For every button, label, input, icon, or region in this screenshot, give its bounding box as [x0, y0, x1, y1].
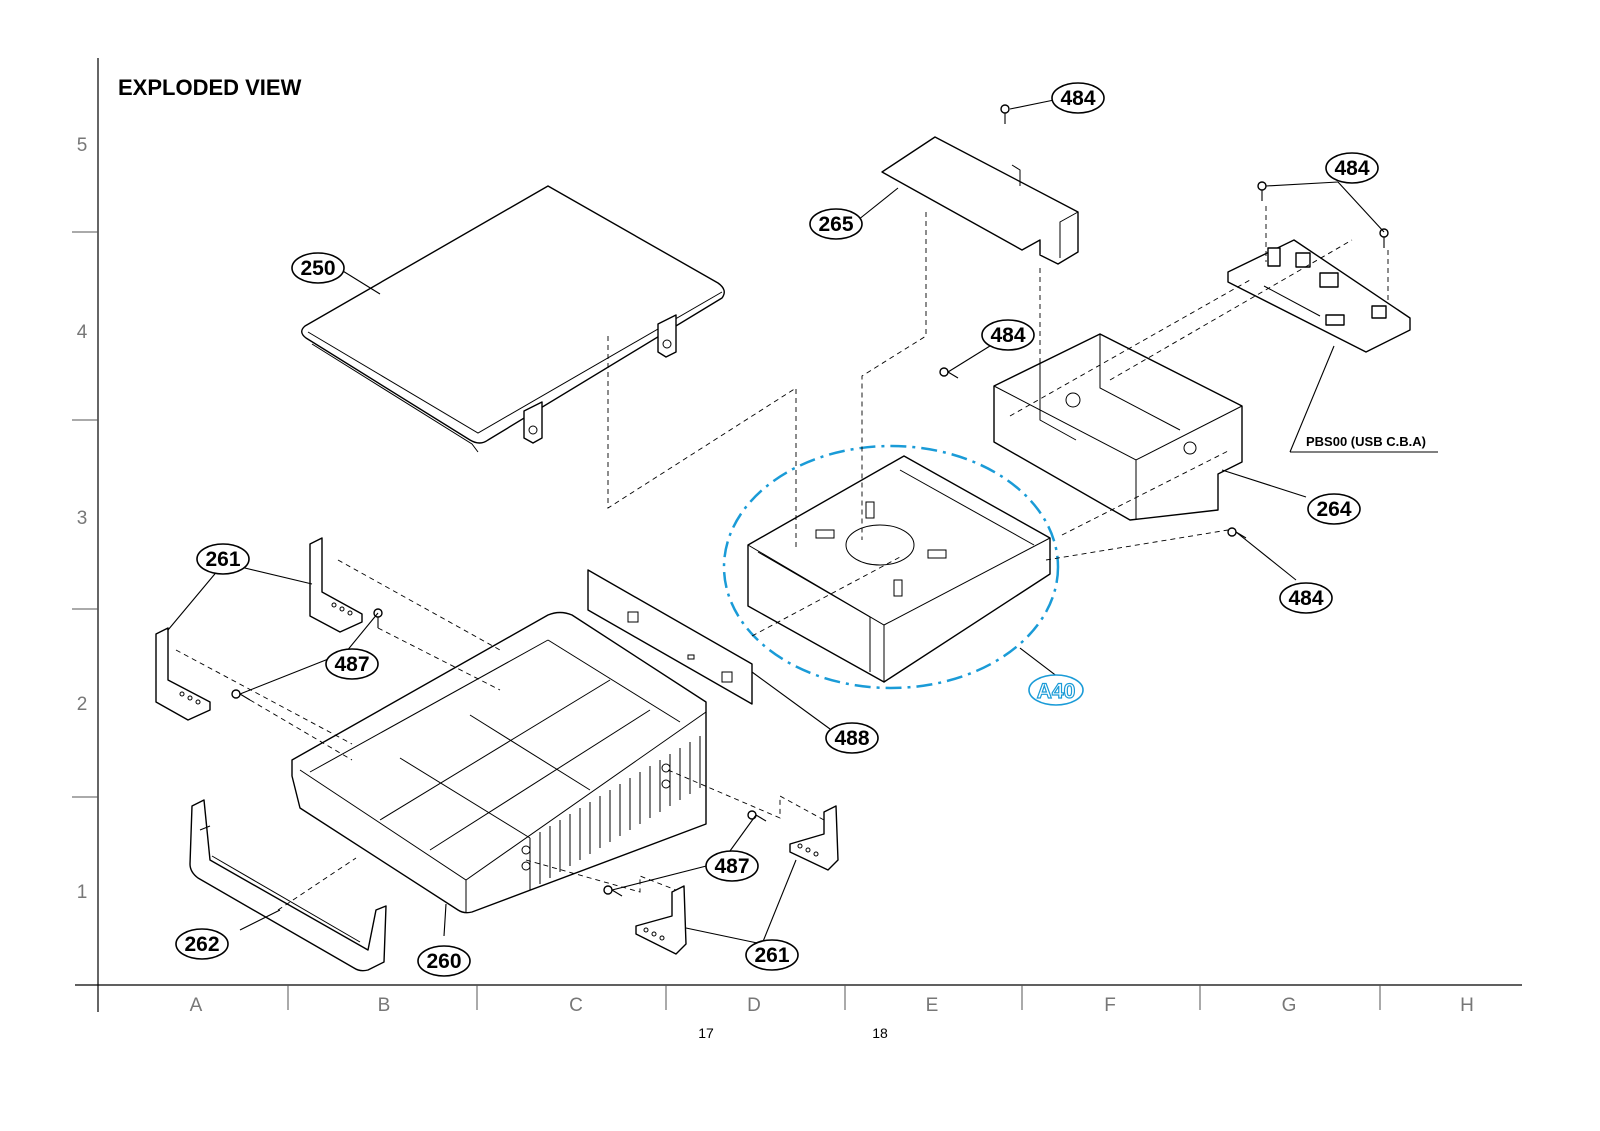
svg-text:484: 484 [990, 324, 1025, 347]
column-label-e: E [926, 995, 939, 1016]
screw-484-top [1000, 104, 1010, 124]
part-optical-drive [747, 455, 1051, 683]
callout-261-right: 261 [745, 939, 799, 971]
callout-484-chassis-right: 484 [1279, 582, 1333, 614]
svg-text:261: 261 [205, 548, 240, 571]
svg-text:261: 261 [754, 944, 789, 967]
assembly-a40-highlight [722, 444, 1060, 690]
screw-487-upper-a [373, 608, 383, 628]
row-label-3: 3 [77, 508, 88, 529]
board-label-group: PBS00 (USB C.B.A) [1289, 345, 1438, 453]
page-number-left: 17 [698, 1025, 714, 1041]
column-label-c: C [569, 995, 583, 1016]
screw-484-pcb-left [1257, 181, 1267, 201]
assembly-guide-lines [175, 206, 1389, 911]
svg-text:260: 260 [426, 950, 461, 973]
callout-484-pcb: 484 [1325, 152, 1379, 184]
assembly-label: A40 [1037, 680, 1076, 703]
callout-487-upper: 487 [325, 648, 379, 680]
part-bracket-261-left [155, 627, 211, 721]
screw-484-pcb-right [1379, 228, 1389, 248]
row-label-2: 2 [77, 694, 88, 715]
part-front-rail [189, 799, 387, 972]
page-number-right: 18 [872, 1025, 888, 1041]
callout-484-top: 484 [1051, 82, 1105, 114]
screw-487-lower-b [603, 885, 623, 897]
part-panel-plate [587, 569, 753, 705]
column-label-b: B [378, 995, 391, 1016]
svg-text:487: 487 [334, 653, 369, 676]
column-label-d: D [747, 995, 761, 1016]
callout-484-chassis-left: 484 [981, 319, 1035, 351]
board-label: PBS00 (USB C.B.A) [1306, 434, 1426, 449]
grid-frame [72, 58, 1522, 1012]
callout-250: 250 [291, 252, 345, 284]
column-label-f: F [1104, 995, 1116, 1016]
part-bracket-261-rear [789, 805, 839, 871]
row-label-5: 5 [77, 135, 88, 156]
screw-487-lower-a [747, 810, 767, 822]
screw-484-chassis-left [939, 367, 959, 379]
part-bracket-261-top [309, 537, 363, 633]
column-label-h: H [1460, 995, 1474, 1016]
page-title: EXPLODED VIEW [118, 75, 302, 100]
callout-487-lower: 487 [705, 850, 759, 882]
part-bracket-261-bottom [635, 885, 687, 955]
callout-265: 265 [809, 208, 863, 240]
column-label-a: A [190, 995, 203, 1016]
part-top-cover [301, 185, 725, 453]
callout-264: 264 [1307, 493, 1361, 525]
column-label-g: G [1282, 995, 1297, 1016]
part-usb-board [1227, 239, 1411, 353]
svg-text:265: 265 [818, 213, 853, 236]
row-label-4: 4 [77, 322, 88, 343]
svg-text:262: 262 [184, 933, 219, 956]
svg-text:487: 487 [714, 855, 749, 878]
part-base-chassis [291, 611, 707, 914]
svg-text:488: 488 [834, 727, 869, 750]
svg-text:484: 484 [1334, 157, 1369, 180]
callout-488: 488 [825, 722, 879, 754]
svg-text:484: 484 [1060, 87, 1095, 110]
callout-260: 260 [417, 945, 471, 977]
part-top-bracket [881, 136, 1079, 265]
part-drive-chassis [993, 333, 1243, 521]
svg-text:250: 250 [300, 257, 335, 280]
svg-text:264: 264 [1316, 498, 1351, 521]
row-label-1: 1 [77, 882, 88, 903]
callout-262: 262 [175, 928, 229, 960]
svg-text:484: 484 [1288, 587, 1323, 610]
callout-261-left: 261 [196, 543, 250, 575]
callout-a40: A40 [1028, 674, 1084, 706]
